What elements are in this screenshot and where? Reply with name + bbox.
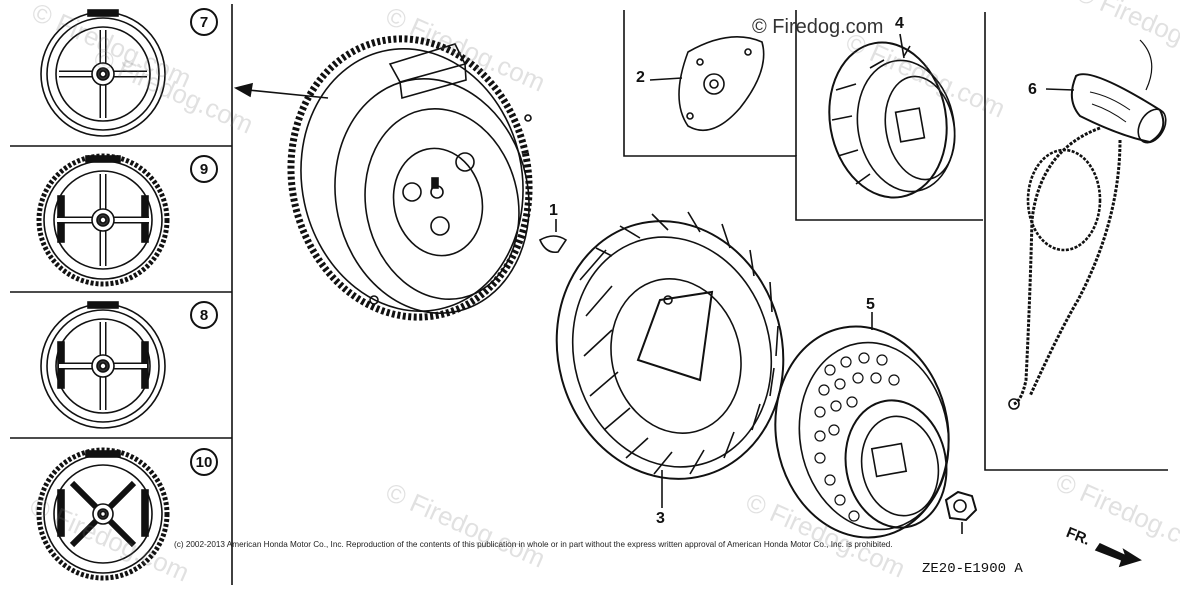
variant-badge-10: 10 <box>190 448 218 476</box>
main-flywheel-drawing <box>287 35 533 321</box>
callout-part-5: 5 <box>866 296 875 313</box>
copyright-notice: (c) 2002-2013 American Honda Motor Co., … <box>174 540 893 549</box>
starter-pulley-drawing <box>828 33 956 199</box>
drawing-code: ZE20-E1900 A <box>922 561 1023 577</box>
callout-part-3: 3 <box>656 510 665 527</box>
cooling-fan-drawing <box>555 211 785 508</box>
woodruff-key-drawing <box>538 219 568 254</box>
copyright-mark: © Firedog.com <box>752 16 884 38</box>
flange-nut-drawing <box>944 490 978 534</box>
variant-badge-7: 7 <box>190 8 218 36</box>
flywheel-variant-9-drawing <box>36 153 170 287</box>
variant-badge-8: 8 <box>190 301 218 329</box>
callout-part-6: 6 <box>1028 81 1037 98</box>
front-direction-arrow <box>1094 542 1142 568</box>
callout-part-2: 2 <box>636 69 645 86</box>
callout-part-1: 1 <box>549 202 558 219</box>
starter-cup-drawing <box>774 312 950 539</box>
recoil-parts-box <box>623 10 1168 471</box>
callout-part-4: 4 <box>895 15 904 32</box>
flywheel-variant-10-drawing <box>36 447 170 581</box>
ratchet-plate-drawing <box>649 36 765 132</box>
flywheel-variant-7-drawing <box>40 9 166 137</box>
flywheel-variant-8-drawing <box>40 301 166 429</box>
variant-badge-9: 9 <box>190 155 218 183</box>
starter-grip-rope-drawing <box>1008 39 1167 410</box>
variant-reference-arrow <box>233 82 329 99</box>
variant-panel-frame <box>10 4 233 585</box>
